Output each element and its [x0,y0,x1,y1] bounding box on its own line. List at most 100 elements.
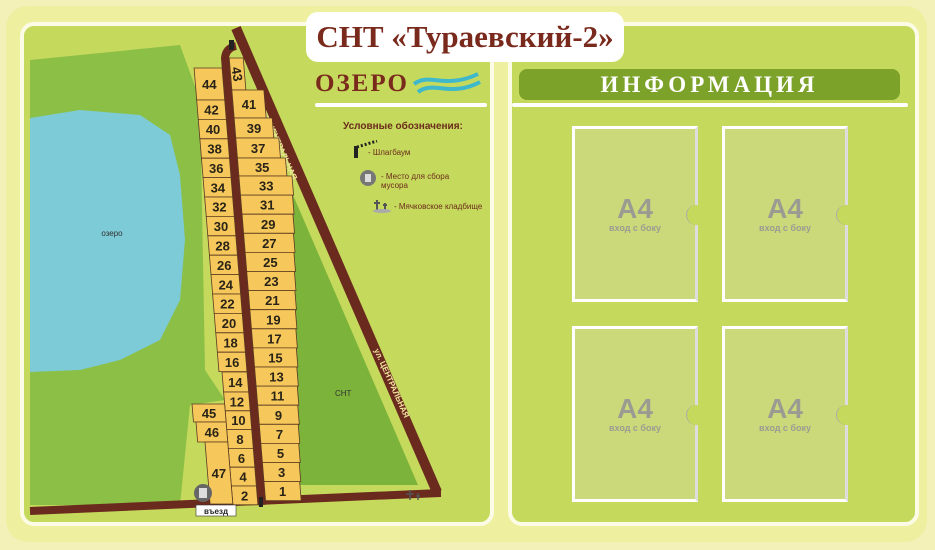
plot-number: 12 [230,394,244,409]
plot-number: 42 [204,103,218,118]
plot-31 [240,194,295,215]
plot-19 [249,309,298,330]
pocket-hint: вход с боку [609,223,661,233]
plot-number: 26 [217,258,231,273]
plot-3 [261,462,302,483]
plot-number: 6 [238,451,245,466]
plot-number: 23 [264,274,278,289]
plot-number: 14 [228,375,243,390]
plot-number: 21 [265,293,279,308]
pocket-notch [836,205,857,225]
plot-number: 19 [266,312,280,327]
plot-number: 10 [231,413,245,428]
plot-number: 43 [228,66,245,83]
plot-number: 25 [263,255,277,270]
plot-number: 39 [247,121,261,136]
plot-number: 5 [277,446,284,461]
plot-number: 36 [209,161,223,176]
pocket-label: A4 [617,193,653,224]
plot-27 [243,232,296,253]
pocket-hint: вход с боку [759,223,811,233]
lake [30,110,185,372]
plot-5 [260,442,301,463]
plot-33 [238,175,295,196]
plot-number: 2 [241,488,248,503]
plot-47 [204,441,234,505]
legend-title: Условные обозначения: [343,121,463,132]
plot-number: 34 [211,180,226,195]
barrier-icon [259,497,263,507]
plot-13 [254,366,299,387]
plot-1 [263,481,302,502]
pocket-notch [836,405,857,425]
plot-number: 17 [267,331,281,346]
plot-number: 4 [239,470,247,485]
snt-area [290,188,418,485]
pocket-hint: вход с боку [759,423,811,433]
entry-label: въезд [204,507,228,516]
plot-29 [241,213,295,234]
plot-number: 38 [207,142,221,157]
pocket-notch [686,205,707,225]
lake-label: озеро [101,229,123,238]
trash-icon [199,488,207,498]
plot-number: 45 [202,406,216,421]
plot-number: 37 [251,141,265,156]
plot-number: 15 [268,350,282,365]
plot-number: 16 [225,355,239,370]
waves-icon [412,72,481,94]
plot-number: 3 [278,465,285,480]
barrier-icon [354,140,378,158]
legend-cemetery: - Мячковское кладбище [394,202,483,211]
entry-sign [195,504,237,517]
plot-number: 1 [279,484,286,499]
trash-icon [360,170,376,186]
plot-7 [258,423,301,444]
inner-road [220,42,266,506]
plot-number: 35 [255,160,269,175]
plot-number: 11 [271,389,285,404]
plot-number: 9 [275,408,282,423]
plot-number: 40 [206,122,220,137]
pocket-label: A4 [767,193,803,224]
cemetery-icon [373,200,391,213]
snt-label: СНТ [335,389,352,398]
plot-number: 31 [260,198,274,213]
pocket-notch [686,405,707,425]
plot-number: 20 [222,316,236,331]
plot-number: 27 [262,236,276,251]
lake-heading: ОЗЕРО [315,70,409,97]
legend-trash: - Место для сбора мусора [381,172,450,190]
plot-number: 22 [220,297,234,312]
plot-number: 8 [236,432,243,447]
plot-number: 28 [215,239,229,254]
info-heading: ИНФОРМАЦИЯ [519,69,900,100]
plot-number: 30 [214,219,228,234]
pocket-label: A4 [617,393,653,424]
plot-number: 13 [269,370,283,385]
plot-number: 32 [212,200,226,215]
plot-11 [255,385,300,406]
plot-number: 7 [276,427,283,442]
plot-number: 47 [212,466,226,481]
divider [315,103,487,107]
plot-number: 33 [259,179,273,194]
page-title: СНТ «Тураевский-2» [306,12,624,62]
plot-21 [247,290,297,311]
plot-25 [244,251,296,272]
central-street [231,26,442,494]
legend-barrier: - Шлагбаум [368,148,411,157]
plot-number: 44 [202,77,217,92]
barrier-icon [229,40,234,50]
plot-number: 41 [242,97,256,112]
plot-number: 24 [219,277,234,292]
cemetery-icon [406,490,420,500]
plot-23 [246,271,297,292]
plot-number: 46 [205,425,219,440]
plot-number: 29 [261,217,275,232]
